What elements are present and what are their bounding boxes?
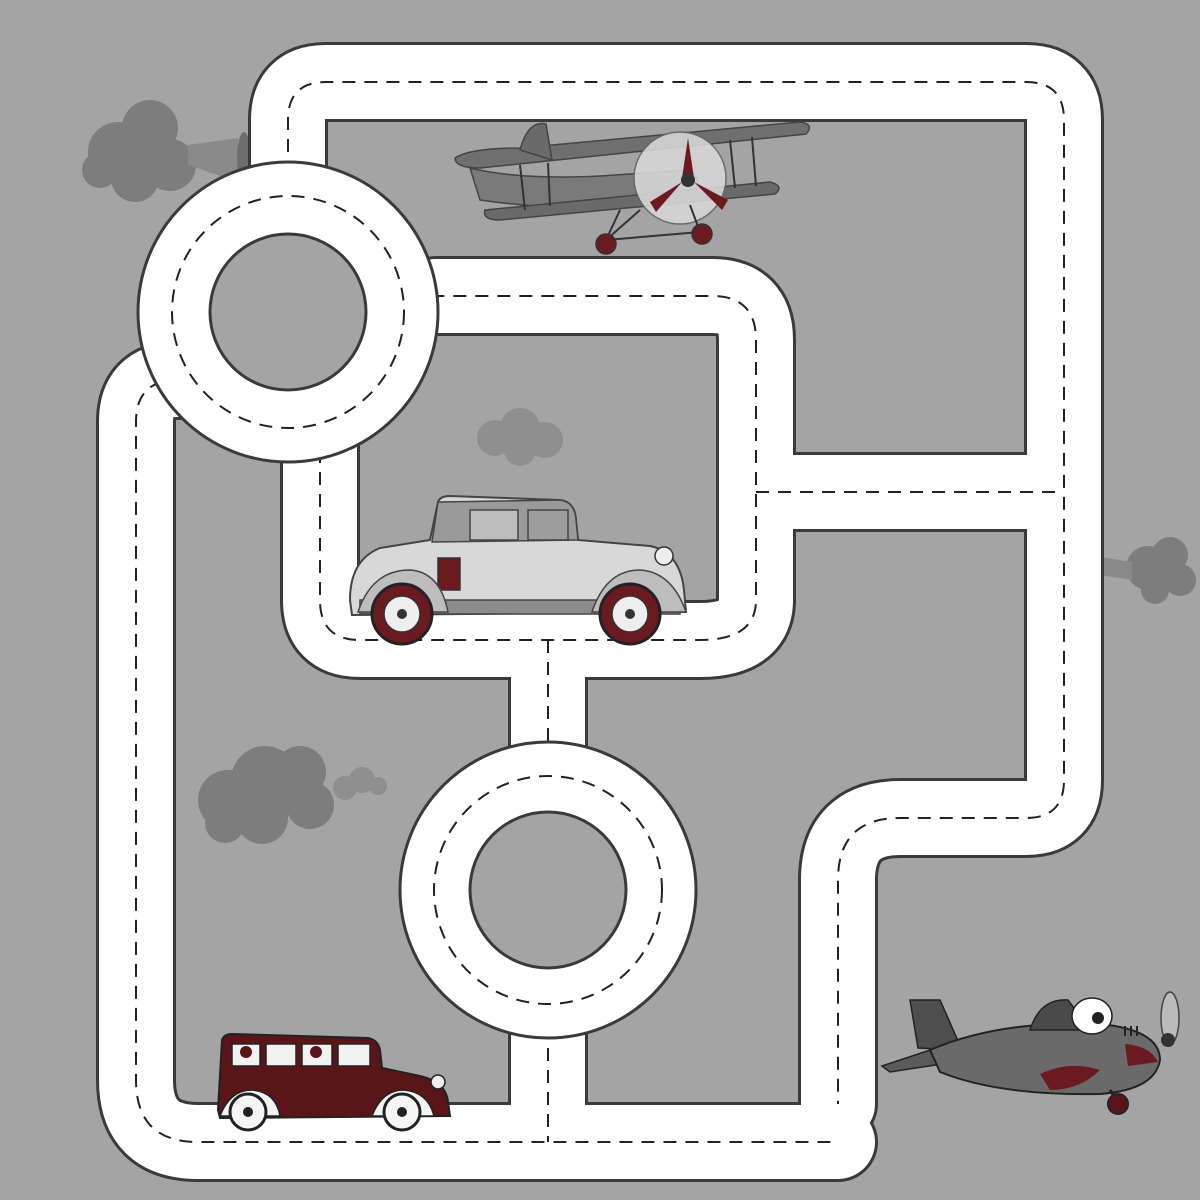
cartoon-plane bbox=[880, 991, 1180, 1115]
cloud-left bbox=[198, 746, 387, 844]
cloud-center bbox=[477, 408, 563, 466]
vintage-coupe-car bbox=[348, 494, 688, 646]
airplane-icon bbox=[454, 121, 811, 255]
top-left-roundabout bbox=[136, 160, 440, 464]
vintage-sedan-car bbox=[216, 1032, 452, 1132]
car-icon bbox=[348, 494, 688, 646]
bottom-center-roundabout bbox=[398, 740, 698, 1040]
biplane bbox=[454, 121, 811, 255]
